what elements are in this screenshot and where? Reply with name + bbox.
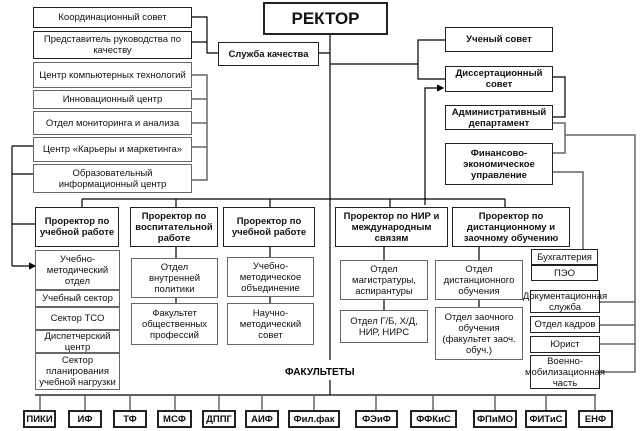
masters-department: Отдел магистратуры, аспирантуры	[340, 260, 428, 300]
prorector-academic-1: Проректор по учебной работе	[35, 207, 119, 247]
monitoring-department: Отдел мониторинга и анализа	[33, 111, 192, 135]
peo: ПЭО	[531, 265, 598, 281]
career-center: Центр «Карьеры и маркетинга»	[33, 137, 192, 162]
coordination-council: Координационный совет	[33, 7, 192, 28]
faculty: ФИТиС	[525, 410, 567, 428]
prorector-academic-2: Проректор по учебной работе	[223, 207, 315, 247]
correspondence-department: Отдел заочного обучения (факультет заоч.…	[435, 307, 523, 360]
faculties-title: ФАКУЛЬТЕТЫ	[285, 367, 355, 378]
computer-tech-center: Центр компьютерных технологий	[33, 62, 192, 88]
faculty: МСФ	[157, 410, 192, 428]
faculty: ТФ	[113, 410, 147, 428]
faculty: ЕНФ	[578, 410, 613, 428]
dissertation-council: Диссертационный совет	[445, 66, 553, 92]
faculty: Фил.фак	[288, 410, 340, 428]
prorector-distance: Проректор по дистанционному и заочному о…	[452, 207, 570, 247]
lawyer: Юрист	[530, 336, 600, 353]
rector-box: РЕКТОР	[263, 2, 388, 35]
research-department: Отдел Г/Б, Х/Д, НИР, НИРС	[340, 310, 428, 343]
academic-council: Ученый совет	[445, 27, 553, 52]
methodical-association: Учебно-методическое объединение	[227, 257, 314, 297]
faculty: ПИКИ	[23, 410, 56, 428]
internal-policy-department: Отдел внутренней политики	[131, 258, 218, 298]
quality-service: Служба качества	[218, 42, 319, 66]
distance-learning-department: Отдел дистанционного обучения	[435, 260, 523, 300]
faculty: ФФКиС	[410, 410, 457, 428]
administrative-department: Административный департамент	[445, 105, 553, 130]
load-planning-sector: Сектор планирования учебной нагрузки	[35, 353, 120, 390]
innovation-center: Инновационный центр	[33, 90, 192, 109]
documentation-service: Документационная служба	[522, 290, 608, 313]
faculty: АИФ	[245, 410, 279, 428]
finance-department: Финансово-экономическое управление	[445, 143, 553, 185]
faculty: ФЭиФ	[355, 410, 398, 428]
public-professions-faculty: Факультет общественных профессий	[131, 303, 218, 345]
dispatch-center: Диспетчерский центр	[35, 330, 120, 353]
faculty: ФПиМО	[473, 410, 517, 428]
hr-department: Отдел кадров	[530, 316, 600, 333]
prorector-education: Проректор по воспитательной работе	[130, 207, 218, 247]
tso-sector: Сектор ТСО	[35, 307, 120, 330]
methodical-department: Учебно-методический отдел	[35, 250, 120, 290]
quality-representative: Представитель руководства по качеству	[33, 31, 192, 59]
faculty: ИФ	[68, 410, 102, 428]
military-mobilization: Военно-мобилизационная часть	[525, 355, 606, 389]
accounting: Бухгалтерия	[531, 249, 598, 265]
academic-sector: Учебный сектор	[35, 290, 120, 307]
scientific-methodical-council: Научно-методический совет	[227, 303, 314, 345]
prorector-research: Проректор по НИР и международным связям	[335, 207, 448, 247]
education-info-center: Образовательный информационный центр	[33, 164, 192, 193]
faculty: ДППГ	[202, 410, 236, 428]
